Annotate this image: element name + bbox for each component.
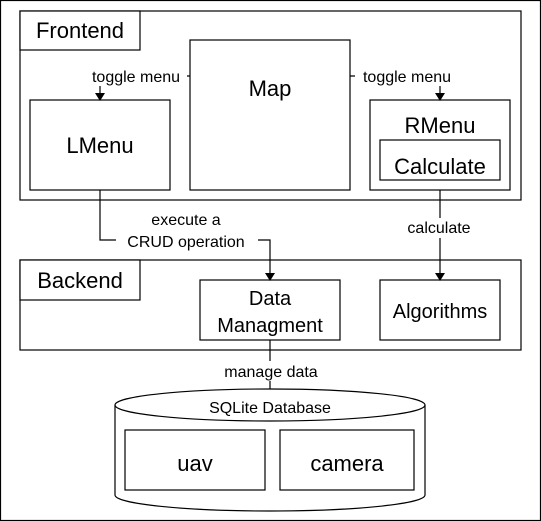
- rmenu-label: RMenu: [405, 113, 476, 138]
- edge-label-toggle-left: toggle menu: [92, 69, 180, 86]
- arrowhead-data: [265, 273, 275, 281]
- arrowhead-rmenu: [435, 93, 445, 101]
- edge-label-calculate: calculate: [407, 220, 470, 237]
- edge-label-manage-data: manage data: [224, 364, 318, 381]
- arrowhead-lmenu: [95, 93, 105, 101]
- data-managment-line2: Managment: [217, 315, 323, 337]
- map-label: Map: [249, 76, 292, 101]
- calculate-label: Calculate: [394, 154, 486, 179]
- data-managment-line1: Data: [249, 288, 292, 310]
- table-uav-label: uav: [177, 451, 212, 476]
- table-camera-label: camera: [310, 451, 384, 476]
- edge-label-execute-line1: execute a: [151, 212, 220, 229]
- lmenu-label: LMenu: [66, 133, 133, 158]
- lmenu-node: [29, 99, 171, 191]
- edge-label-toggle-right: toggle menu: [363, 69, 451, 86]
- table-uav: [124, 429, 266, 491]
- database-title: SQLite Database: [209, 400, 331, 417]
- frontend-title: Frontend: [36, 18, 124, 43]
- frontend-title-box: [19, 10, 141, 51]
- edge-label-execute-line2: CRUD operation: [127, 234, 244, 251]
- table-camera: [279, 429, 415, 491]
- calculate-node: [379, 139, 501, 181]
- algorithms-label: Algorithms: [393, 301, 487, 323]
- backend-title-box: [19, 259, 141, 301]
- map-node: [189, 39, 351, 191]
- backend-title: Backend: [37, 268, 123, 293]
- algorithms-node: [379, 279, 501, 341]
- arrowhead-algorithms: [435, 273, 445, 281]
- database-top-rim: [114, 404, 426, 422]
